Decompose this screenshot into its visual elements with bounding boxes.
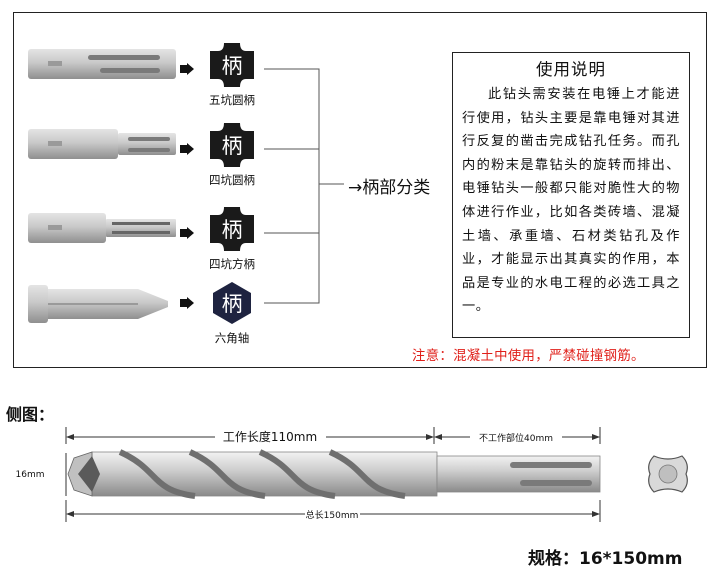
cross-badge-icon: 柄 (210, 123, 254, 167)
shank-badge-four-groove-round: 柄 四坑圆柄 (204, 123, 260, 187)
diameter-label: 16mm (16, 470, 45, 480)
side-view-diagram: 工作长度110mm 不工作部位40mm 16mm 总长150mm (16, 427, 688, 522)
total-length-label: 总长150mm (306, 509, 359, 521)
working-length-label: 工作长度110mm (223, 429, 317, 444)
side-view-title: 侧图： (6, 405, 55, 424)
shank-type-label: 四坑圆柄 (209, 173, 255, 187)
badge-char: 柄 (222, 292, 243, 316)
shank-category-label: →柄部分类 (348, 178, 431, 198)
shank-badge-four-groove-square: 柄 四坑方柄 (204, 207, 260, 271)
usage-instructions-box: 使用说明 此钻头需安装在电锤上才能进行使用，钻头主要是靠电锤对其进行反复的凿击完… (452, 52, 690, 338)
four-groove-round-shank-image (28, 129, 176, 159)
instructions-body: 此钻头需安装在电锤上才能进行使用，钻头主要是靠电锤对其进行反复的凿击完成钻孔任务… (462, 87, 680, 315)
instructions-title: 使用说明 (536, 60, 606, 79)
dim-arrow (592, 511, 600, 517)
badge-char: 柄 (222, 218, 243, 242)
dim-arrow (592, 434, 600, 440)
arrow-right-icon (180, 227, 194, 239)
shank-badge-five-groove: 柄 五坑圆柄 (204, 43, 260, 107)
spec-label: 规格：16*150mm (528, 549, 683, 569)
shank-classification-panel: 柄 五坑圆柄 柄 四坑圆柄 柄 四坑方柄 (13, 12, 707, 368)
drill-bit-image (67, 449, 601, 499)
dim-arrow (66, 511, 74, 517)
arrow-right-icon (180, 297, 194, 309)
dim-arrow (434, 434, 442, 440)
shank-type-label: 五坑圆柄 (209, 93, 255, 107)
cross-badge-icon: 柄 (210, 43, 254, 87)
arrow-right-icon (180, 143, 194, 155)
warning-text: 注意：混凝土中使用，严禁碰撞钢筋。 (412, 349, 645, 364)
arrow-right-icon (180, 63, 194, 75)
shank-badge-hex: 柄 六角轴 (204, 281, 260, 345)
badge-char: 柄 (222, 134, 243, 158)
non-working-label: 不工作部位40mm (479, 432, 553, 444)
hex-shank-image (28, 285, 168, 323)
shank-type-label: 六角轴 (214, 331, 250, 345)
cross-section-icon (648, 455, 688, 493)
dim-arrow (426, 434, 434, 440)
badge-char: 柄 (222, 54, 243, 78)
four-groove-square-shank-image (28, 213, 176, 243)
hexagon-badge-icon: 柄 (213, 282, 251, 324)
cross-badge-icon: 柄 (210, 207, 254, 251)
five-groove-shank-image (28, 49, 176, 79)
shank-type-label: 四坑方柄 (209, 257, 255, 271)
dim-arrow (66, 434, 74, 440)
